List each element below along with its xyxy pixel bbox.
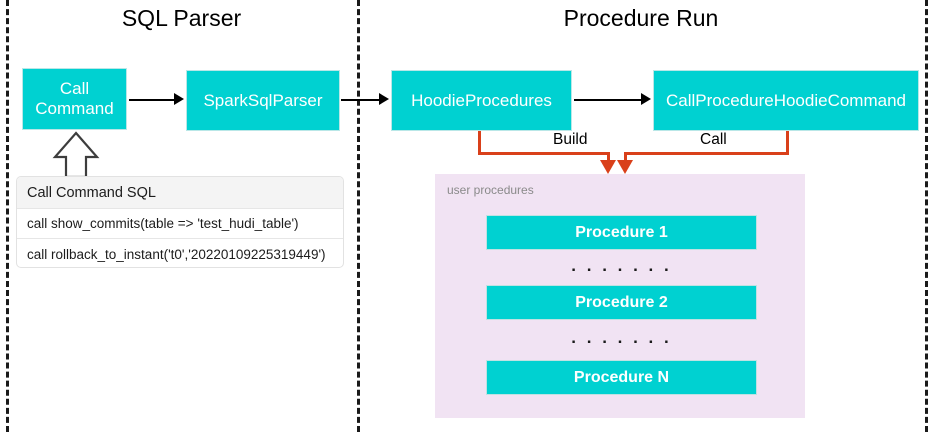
arrow-spark-sql-parser-to-hoodie-procedures bbox=[341, 99, 380, 101]
node-call-command-label-line2: Command bbox=[35, 99, 114, 118]
procedure-box-n[interactable]: Procedure N bbox=[486, 360, 757, 395]
section-title-sql-parser: SQL Parser bbox=[121, 5, 242, 31]
node-call-command-label-line1: Call bbox=[59, 79, 90, 99]
arrow-hoodie-procedures-to-call-procedure-hoodie-command bbox=[574, 99, 642, 101]
orange-connector-call-horizontal bbox=[624, 152, 789, 155]
arrow-head-hoodie-procedures bbox=[379, 93, 389, 105]
procedure-box-1-label: Procedure 1 bbox=[575, 223, 668, 241]
separator-right bbox=[925, 0, 928, 432]
separator-middle bbox=[357, 0, 360, 432]
user-procedures-caption: user procedures bbox=[447, 183, 534, 197]
procedure-box-1[interactable]: Procedure 1 bbox=[486, 215, 757, 250]
procedure-box-2[interactable]: Procedure 2 bbox=[486, 285, 757, 320]
orange-connector-build-horizontal bbox=[478, 152, 608, 155]
call-command-sql-table: Call Command SQL call show_commits(table… bbox=[16, 176, 344, 268]
orange-arrow-head-call bbox=[617, 160, 633, 174]
node-spark-sql-parser-label: SparkSqlParser bbox=[203, 90, 323, 110]
separator-left bbox=[6, 0, 9, 432]
procedure-box-2-label: Procedure 2 bbox=[575, 293, 668, 311]
orange-connector-call-vertical-left bbox=[624, 152, 627, 166]
connector-label-call: Call bbox=[695, 131, 732, 149]
sql-table-header: Call Command SQL bbox=[17, 177, 343, 209]
orange-connector-call-vertical-right bbox=[786, 131, 789, 154]
node-spark-sql-parser[interactable]: SparkSqlParser bbox=[186, 70, 340, 131]
connector-label-build: Build bbox=[548, 131, 593, 149]
arrow-head-spark-sql-parser bbox=[174, 93, 184, 105]
procedure-box-n-label: Procedure N bbox=[573, 368, 670, 386]
hollow-up-arrow-icon bbox=[52, 131, 100, 179]
node-hoodie-procedures[interactable]: HoodieProcedures bbox=[391, 70, 572, 131]
ellipsis-1: . . . . . . . bbox=[571, 256, 672, 275]
orange-connector-build-vertical-left bbox=[478, 131, 481, 154]
arrow-head-call-procedure-hoodie-command bbox=[641, 93, 651, 105]
arrow-call-command-to-spark-sql-parser bbox=[129, 99, 175, 101]
orange-arrow-head-build bbox=[600, 160, 616, 174]
node-call-procedure-hoodie-command-label: CallProcedureHoodieCommand bbox=[665, 90, 906, 110]
node-hoodie-procedures-label: HoodieProcedures bbox=[411, 90, 552, 110]
node-call-command[interactable]: Call Command bbox=[22, 68, 127, 130]
section-title-procedure-run: Procedure Run bbox=[563, 5, 719, 31]
ellipsis-2: . . . . . . . bbox=[571, 328, 672, 347]
sql-table-row: call show_commits(table => 'test_hudi_ta… bbox=[17, 209, 343, 239]
node-call-procedure-hoodie-command[interactable]: CallProcedureHoodieCommand bbox=[653, 70, 919, 131]
sql-table-row: call rollback_to_instant('t0','202201092… bbox=[27, 246, 326, 262]
orange-connector-build-vertical-right bbox=[607, 152, 610, 166]
